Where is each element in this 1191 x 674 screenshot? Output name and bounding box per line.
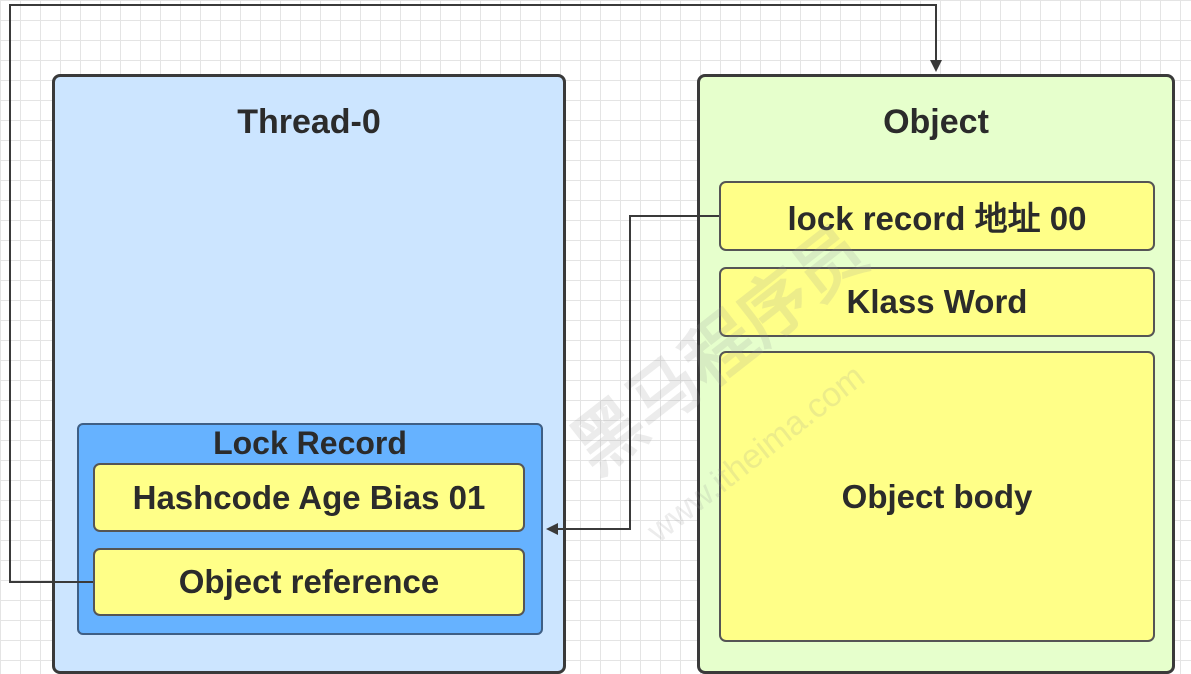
object-mark-word-cell: lock record 地址 00 — [719, 181, 1155, 251]
lock-record-mark-word-cell: Hashcode Age Bias 01 — [93, 463, 525, 532]
object-klass-word-cell: Klass Word — [719, 267, 1155, 337]
lock-record-object-reference-cell: Object reference — [93, 548, 525, 616]
lock-record-address-connector — [546, 215, 719, 535]
thread-title: Thread-0 — [237, 103, 381, 141]
lock-record-title: Lock Record — [213, 425, 407, 461]
object-title: Object — [883, 103, 989, 141]
object-body-cell: Object body — [719, 351, 1155, 642]
